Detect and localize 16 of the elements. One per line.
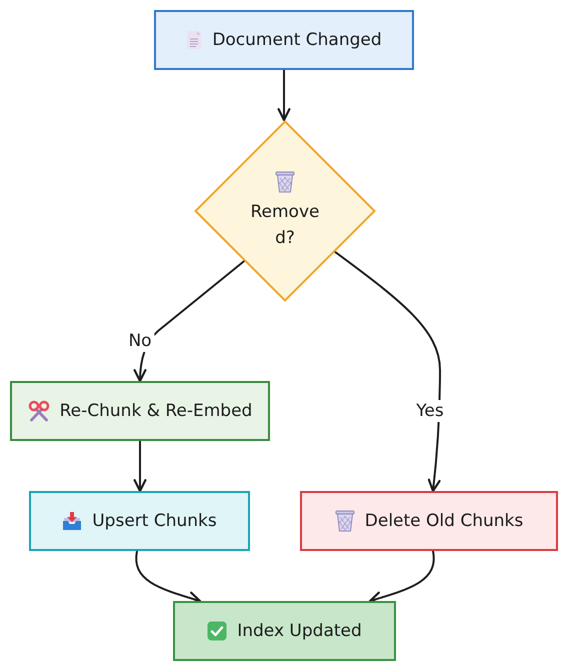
flow-arrow [334, 250, 441, 492]
flow-arrow [278, 69, 290, 122]
node-label: Document Changed [212, 29, 382, 52]
process-box [29, 491, 250, 551]
flow-arrow [134, 260, 246, 382]
node-label: Removed? [249, 201, 320, 250]
process-box [10, 381, 270, 441]
node-label: Index Updated [237, 620, 362, 643]
flow-arrow [134, 440, 146, 492]
process-box [173, 601, 396, 661]
process-box [154, 10, 414, 70]
process-box [300, 491, 558, 551]
decision-diamond [194, 120, 376, 302]
node-label: Re-Chunk & Re-Embed [60, 400, 252, 423]
node-label: Upsert Chunks [92, 510, 217, 533]
node-label: Delete Old Chunks [364, 510, 524, 533]
